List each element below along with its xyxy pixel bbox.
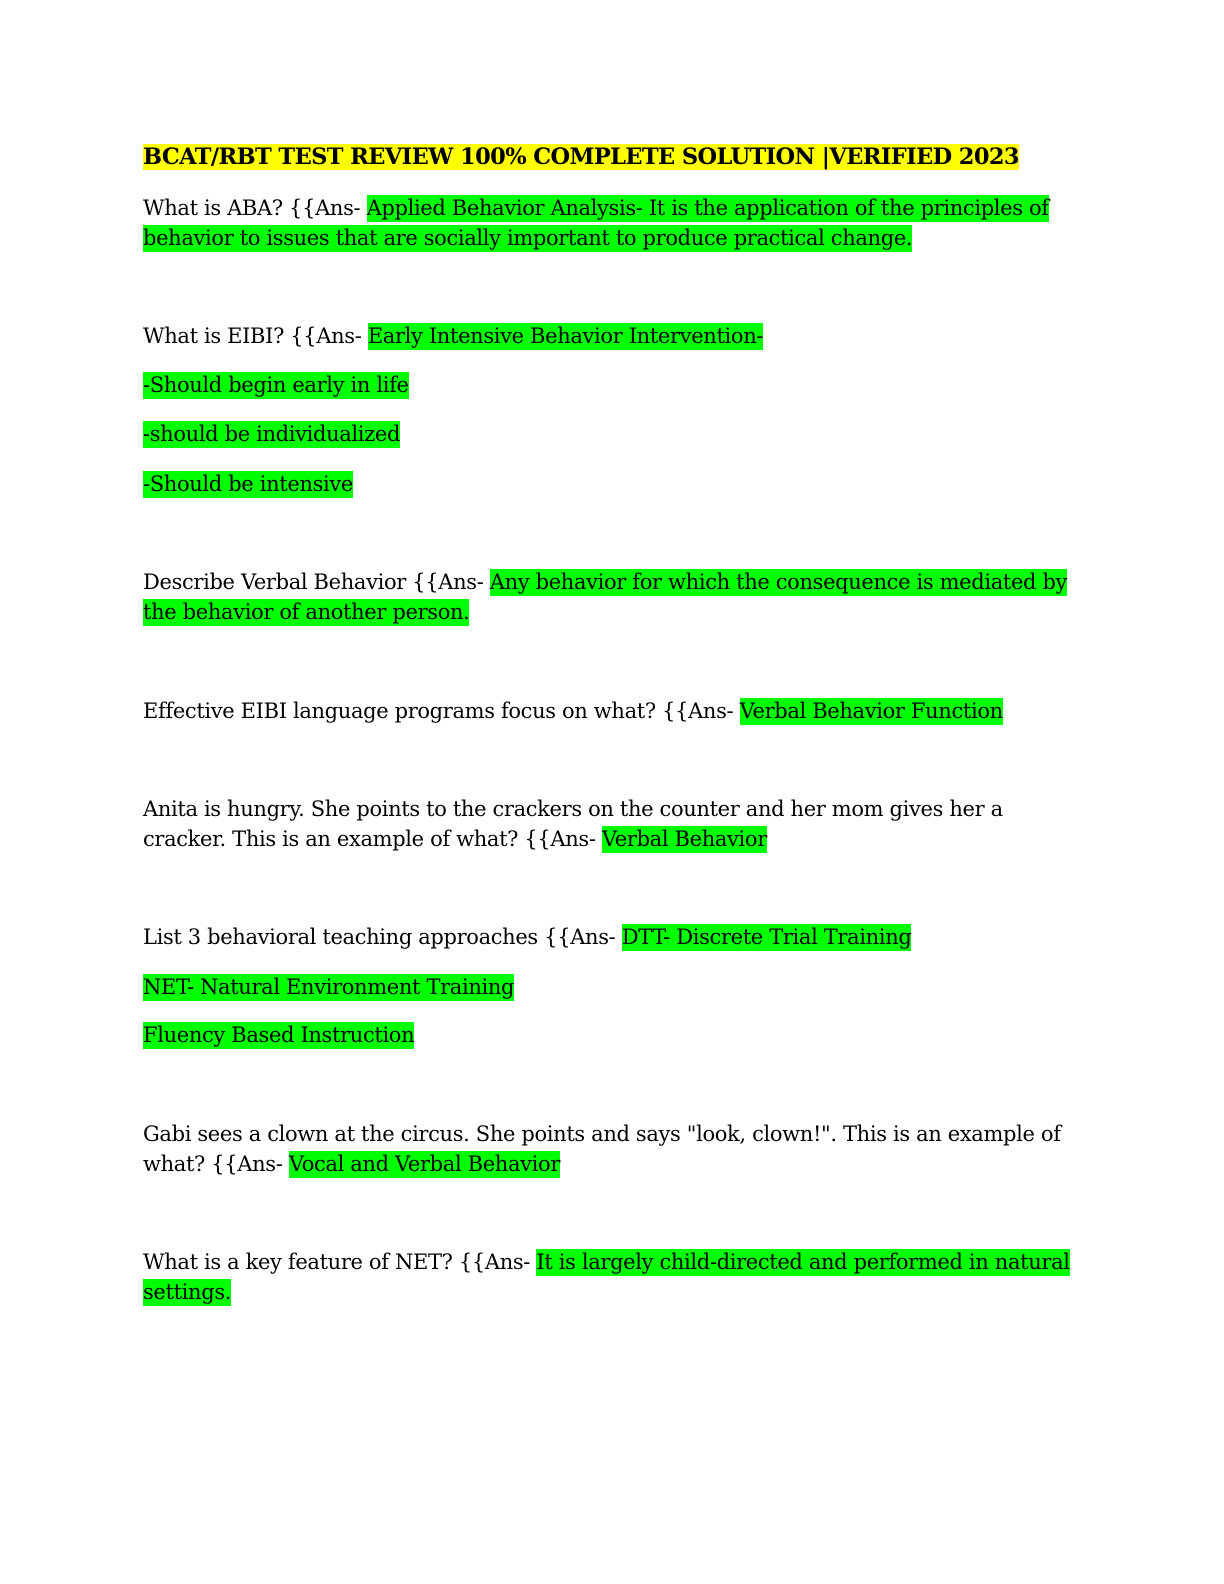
question-text: What is ABA? {{Ans-: [143, 196, 367, 220]
answer-text: NET- Natural Environment Training: [143, 974, 515, 1001]
qa-item: What is EIBI? {{Ans- Early Intensive Beh…: [143, 321, 1073, 351]
question-text: What is EIBI? {{Ans-: [143, 324, 368, 348]
qa-item: List 3 behavioral teaching approaches {{…: [143, 922, 1073, 952]
answer-line: -should be individualized: [143, 419, 1073, 449]
qa-item: Describe Verbal Behavior {{Ans- Any beha…: [143, 567, 1073, 627]
answer-text: -Should be intensive: [143, 471, 353, 498]
document-title: BCAT/RBT TEST REVIEW 100% COMPLETE SOLUT…: [143, 144, 1020, 170]
answer-line: -Should begin early in life: [143, 370, 1073, 400]
answer-text: Verbal Behavior Function: [739, 698, 1003, 725]
qa-item: Gabi sees a clown at the circus. She poi…: [143, 1119, 1073, 1179]
answer-line: -Should be intensive: [143, 469, 1073, 499]
question-text: Gabi sees a clown at the circus. She poi…: [143, 1122, 1061, 1176]
answer-line: Fluency Based Instruction: [143, 1020, 1073, 1050]
answer-text: Vocal and Verbal Behavior: [288, 1151, 561, 1178]
question-text: List 3 behavioral teaching approaches {{…: [143, 925, 622, 949]
qa-item: What is a key feature of NET? {{Ans- It …: [143, 1247, 1073, 1307]
answer-text: Verbal Behavior: [601, 826, 767, 853]
qa-item: Effective EIBI language programs focus o…: [143, 696, 1073, 726]
question-text: Anita is hungry. She points to the crack…: [143, 797, 1003, 851]
qa-item: Anita is hungry. She points to the crack…: [143, 794, 1073, 854]
answer-text: -should be individualized: [143, 421, 401, 448]
qa-item: What is ABA? {{Ans- Applied Behavior Ana…: [143, 193, 1073, 253]
question-text: Effective EIBI language programs focus o…: [143, 699, 740, 723]
answer-text: DTT- Discrete Trial Training: [621, 924, 912, 951]
answer-text: Early Intensive Behavior Intervention-: [367, 323, 764, 350]
answer-text: -Should begin early in life: [143, 372, 409, 399]
question-text: What is a key feature of NET? {{Ans-: [143, 1250, 537, 1274]
answer-text: Applied Behavior Analysis- It is the app…: [143, 195, 1049, 252]
answer-line: NET- Natural Environment Training: [143, 972, 1073, 1002]
question-text: Describe Verbal Behavior {{Ans-: [143, 570, 490, 594]
answer-text: Fluency Based Instruction: [143, 1022, 415, 1049]
